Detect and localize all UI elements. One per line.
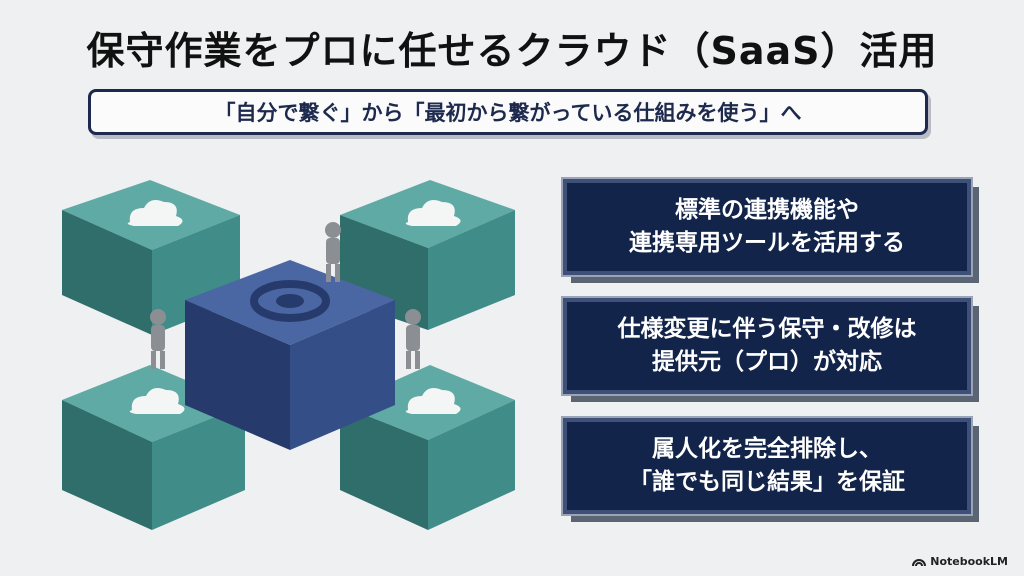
cloud-puzzle-piece-top-right xyxy=(340,180,515,330)
cloud-puzzle-piece-bottom-left xyxy=(62,365,245,530)
notebooklm-icon xyxy=(912,558,927,566)
notebooklm-logo: NotebookLM xyxy=(912,555,1008,568)
feature-card-eliminate-dependency: 属人化を完全排除し、 「誰でも同じ結果」を保証 xyxy=(561,416,973,516)
slide-subtitle: 「自分で繋ぐ」から「最初から繋がっている仕組みを使う」へ xyxy=(88,89,928,135)
feature-card-standard-integration: 標準の連携機能や 連携専用ツールを活用する xyxy=(561,177,973,277)
puzzle-illustration xyxy=(62,180,515,530)
cloud-puzzle-piece-bottom-right xyxy=(340,365,515,530)
worker-figure-top xyxy=(325,222,341,282)
logo-text: NotebookLM xyxy=(930,555,1008,568)
feature-card-provider-maintenance: 仕様変更に伴う保守・改修は 提供元（プロ）が対応 xyxy=(561,296,973,396)
worker-figure-right xyxy=(405,309,421,369)
slide-title: 保守作業をプロに任せるクラウド（SaaS）活用 xyxy=(86,29,938,73)
central-puzzle-piece xyxy=(185,260,395,450)
worker-figure-left xyxy=(150,309,166,369)
